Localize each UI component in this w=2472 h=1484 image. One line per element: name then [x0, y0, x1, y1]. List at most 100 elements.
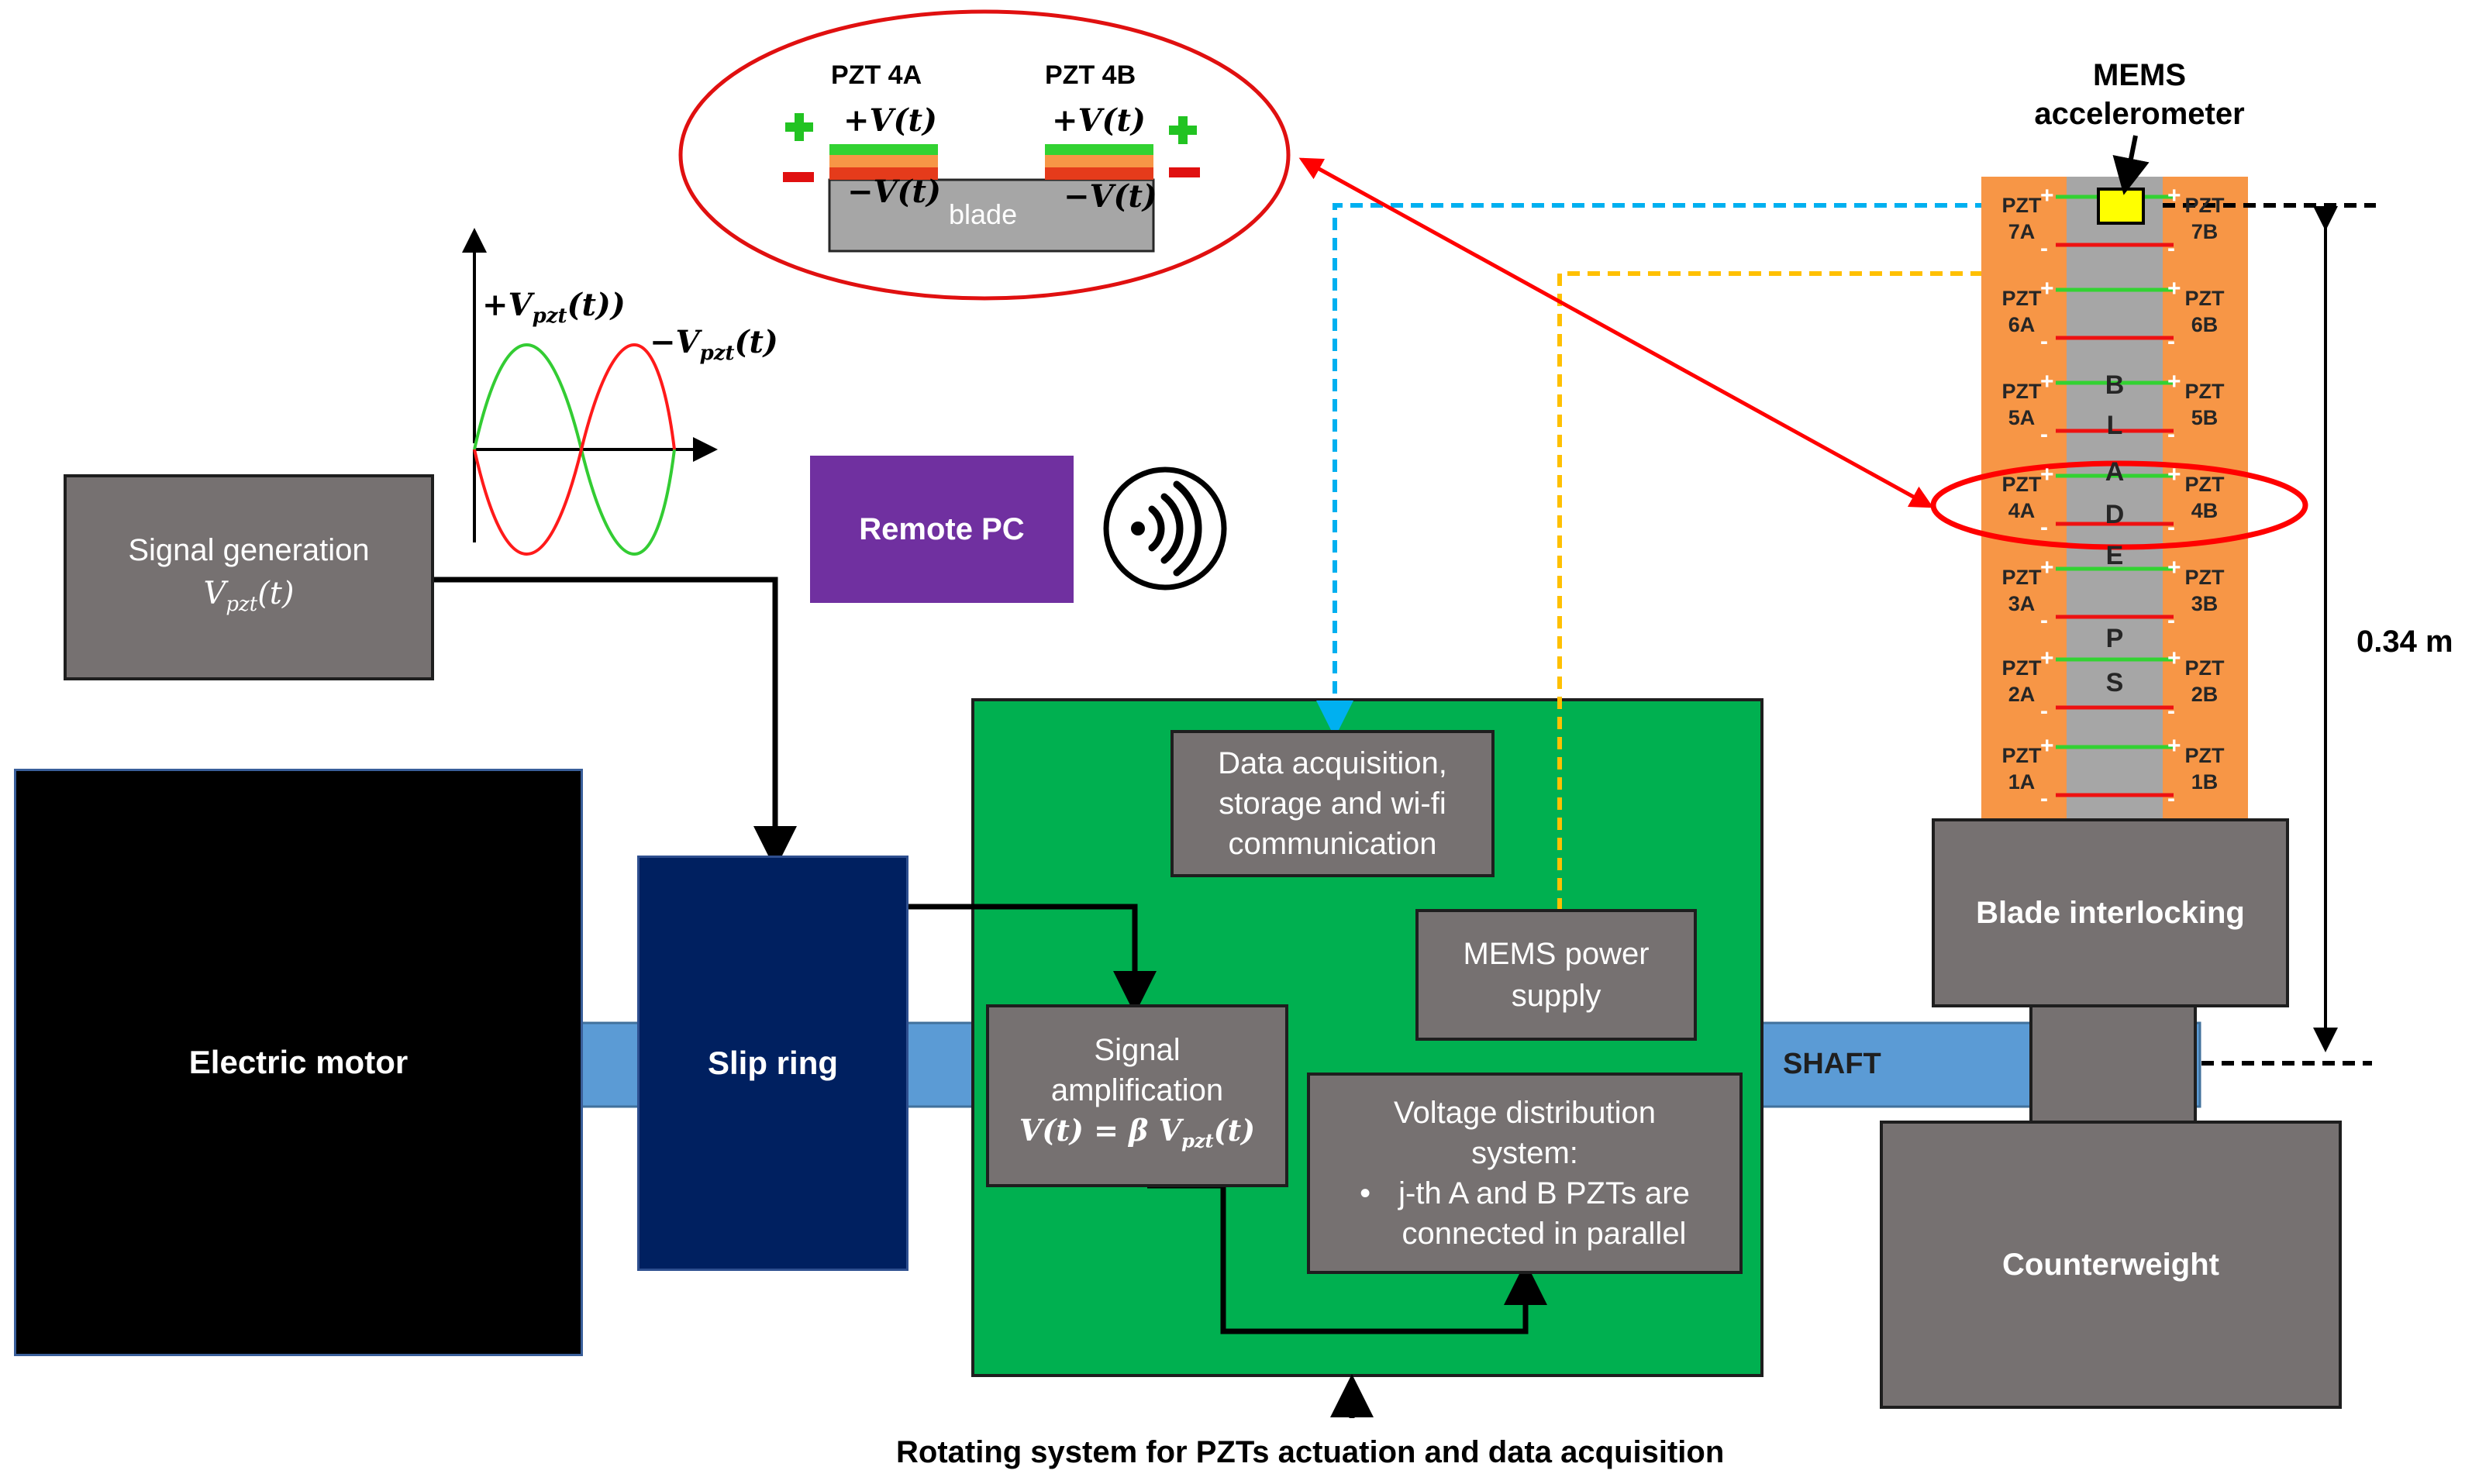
electrode-minus-sign: - [2167, 329, 2175, 354]
electrode-plus-sign: + [2167, 555, 2181, 580]
pzt-label-left: PZT 1A [2001, 744, 2042, 794]
pzt-label-right: PZT 2B [2184, 656, 2225, 706]
voltage-title-line-2: system: [1471, 1136, 1578, 1170]
negative-waveform [473, 343, 676, 556]
voltage-bullet-line-1: j-th A and B PZTs are [1398, 1176, 1690, 1210]
pzt-label-left: PZT 7A [2001, 194, 2042, 243]
pzt-strip-right [2163, 177, 2248, 820]
amplification-line-2: amplification [1050, 1073, 1224, 1108]
amplification-line-1: Signal [1094, 1033, 1181, 1068]
pzt-label-right: PZT 7B [2184, 194, 2225, 243]
shaft-label: SHAFT [1783, 1048, 1881, 1080]
pzt-label-left: PZT 5A [2001, 380, 2042, 429]
pzt-label-left: PZT 2A [2001, 656, 2042, 706]
electrode-plus-sign: + [2167, 462, 2181, 487]
electrode-plus-sign: + [2040, 733, 2054, 759]
inset-plus-v-left: +V(t) [843, 102, 937, 139]
voltage-distribution-box: Voltage distribution system: • j-th A an… [1307, 1073, 1743, 1274]
inset-plus-v-right: +V(t) [1052, 102, 1146, 139]
pzt-label-right: PZT 1B [2184, 744, 2225, 794]
remote-pc-box[interactable]: Remote PC [810, 456, 1074, 603]
electrode-minus-sign: - [2167, 422, 2175, 447]
signal-amplification-box: Signal amplification V(t) = β Vpzt(t) [986, 1004, 1288, 1187]
blade-letter: A [2105, 457, 2125, 487]
electrode-plus-sign: + [2167, 369, 2181, 394]
counterweight-block [1880, 1121, 2342, 1409]
signal-generation-title: Signal generation [128, 533, 370, 567]
electrode-plus-sign: + [2040, 369, 2054, 394]
inset-ellipse [678, 9, 1291, 301]
wireless-signal-icon [1103, 467, 1227, 591]
data-acquisition-box: Data acquisition, storage and wi-fi comm… [1170, 730, 1495, 877]
pzt-strip-left [1981, 177, 2067, 820]
signal-generation-box: Signal generation Vpzt(t) [64, 474, 434, 680]
inset-minus-v-left: −V(t) [847, 174, 941, 210]
signal-generation-formula: Vpzt(t) [203, 576, 295, 616]
minus-sign-right [1169, 167, 1200, 177]
voltage-bullet-line-2: connected in parallel [1401, 1217, 1687, 1251]
blade-letter: P [2105, 624, 2124, 653]
electrode-plus-sign: + [2167, 183, 2181, 208]
hub-block [2029, 1004, 2197, 1124]
blade-letter: B [2105, 370, 2125, 400]
blade-interlocking-block [1932, 818, 2289, 1007]
electrode-minus-sign: - [2040, 236, 2048, 261]
pzt-label-left: PZT 4A [2001, 473, 2042, 522]
pzt-label-right: PZT 3B [2184, 566, 2225, 615]
electrode-minus-sign: - [2167, 236, 2175, 261]
inset-blade-label: blade [949, 198, 1018, 230]
plus-sign-left [785, 113, 813, 141]
slip-ring-label: Slip ring [708, 1045, 838, 1081]
electrode-minus-sign: - [2040, 608, 2048, 633]
pzt-label-left: PZT 6A [2001, 287, 2042, 336]
electrode-minus-sign: - [2167, 515, 2175, 540]
electrode-minus-sign: - [2040, 329, 2048, 354]
electrode-plus-sign: + [2167, 646, 2181, 671]
mems-sensor [2097, 188, 2145, 225]
electrode-minus-sign: - [2167, 608, 2175, 633]
electrode-minus-sign: - [2040, 698, 2048, 724]
electrode-plus-sign: + [2167, 276, 2181, 301]
dimension-label: 0.34 m [2357, 625, 2453, 659]
electrode-minus-sign: - [2040, 515, 2048, 540]
pzt-label-left: PZT 3A [2001, 566, 2042, 615]
electrode-minus-sign: - [2167, 786, 2175, 811]
plus-sign-right [1169, 116, 1197, 144]
slip-ring-box: Slip ring [637, 856, 908, 1271]
pzt-label-right: PZT 4B [2184, 473, 2225, 522]
counterweight-label: Counterweight [2002, 1247, 2219, 1282]
daq-line-3: communication [1228, 827, 1437, 861]
blade-letter: S [2105, 668, 2124, 697]
mems-power-line-2: supply [1511, 979, 1601, 1013]
voltage-bullet: • j-th A and B PZTs are connected in par… [1360, 1173, 1690, 1254]
electric-motor-label: Electric motor [188, 1044, 409, 1080]
waveform-plus-label: +Vpzt(t)) [482, 287, 626, 328]
electric-motor-box: Electric motor [14, 769, 583, 1356]
pzt4-highlight-ellipse [1930, 460, 2308, 550]
blade-letter: D [2105, 500, 2125, 529]
electrode-plus-sign: + [2040, 462, 2054, 487]
daq-line-2: storage and wi-fi [1219, 787, 1446, 821]
electrode-plus-sign: + [2167, 733, 2181, 759]
inset-minus-v-right: −V(t) [1064, 178, 1157, 215]
electrode-plus-sign: + [2040, 555, 2054, 580]
electrode-plus-sign: + [2040, 276, 2054, 301]
remote-pc-label: Remote PC [859, 511, 1025, 546]
blade-body [2067, 177, 2163, 820]
mems-power-supply-box: MEMS power supply [1415, 909, 1697, 1041]
electrode-minus-sign: - [2040, 786, 2048, 811]
counterweight-label-box: Counterweight [1881, 1122, 2340, 1407]
pzt-label-right: PZT 5B [2184, 380, 2225, 429]
mems-power-line-1: MEMS power [1463, 937, 1650, 971]
pzt-label-right: PZT 6B [2184, 287, 2225, 336]
inset-pzt-left-label: PZT 4A [831, 60, 922, 90]
daq-line-1: Data acquisition, [1218, 746, 1447, 780]
mems-accelerometer-label: MEMS accelerometer [2034, 58, 2245, 131]
inset-blade [828, 178, 1155, 253]
inset-pzt-right-label: PZT 4B [1045, 60, 1136, 90]
electrode-minus-sign: - [2040, 422, 2048, 447]
blade-interlocking-label-box: Blade interlocking [1933, 820, 2288, 1006]
electrode-plus-sign: + [2040, 183, 2054, 208]
voltage-title-line-1: Voltage distribution [1393, 1096, 1656, 1130]
